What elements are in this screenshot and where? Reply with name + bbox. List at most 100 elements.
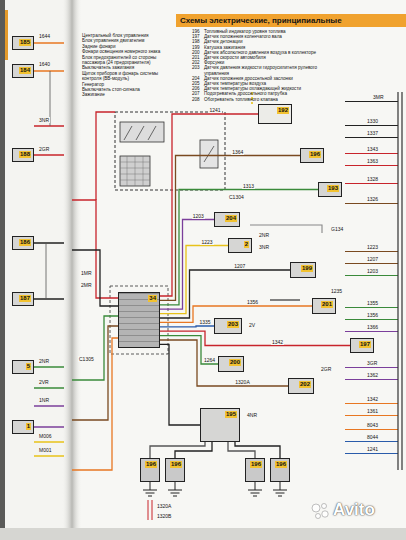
wire [96, 112, 115, 200]
callout-number: 195 [225, 411, 237, 418]
wire-number: 1644 [38, 33, 51, 39]
component-box: 193 [318, 182, 342, 197]
wire-number: M001 [38, 447, 53, 453]
part-number: 202 [192, 60, 204, 65]
wire-number: 3MR [372, 94, 385, 100]
part-description: Подогреватель дроссельного патрубка [204, 91, 287, 96]
component-box: 196 [300, 148, 324, 163]
callout-number: 184 [19, 67, 31, 74]
component-box: 202 [288, 378, 314, 394]
part-description: Обогреватель топливного клапана [204, 97, 278, 102]
list-row: 198Датчик детонации [192, 39, 342, 44]
callout-number: 186 [19, 239, 31, 246]
component-box: 5 [12, 360, 34, 374]
ecu-outline [110, 286, 168, 354]
callout-number: 202 [299, 381, 311, 388]
component-box: 185 [12, 36, 34, 50]
wire-number: 1640 [38, 61, 51, 67]
wire-connector [160, 220, 214, 310]
component-box: 204 [214, 212, 240, 227]
wire-connector [160, 156, 300, 301]
ignition-coil: 196 [165, 458, 185, 482]
wire-number: 1335 [198, 319, 211, 325]
part-number: 204 [192, 76, 204, 81]
parts-list: 196Топливный индикатор уровня топлива197… [192, 29, 342, 102]
component-box: 2 [228, 238, 252, 253]
part-description: Датчик давления жидкости гидроусилителя … [204, 65, 342, 75]
list-item: Зажигание [82, 92, 178, 97]
wire [34, 367, 64, 388]
part-number: 208 [192, 97, 204, 102]
wire-number: 4NR [246, 412, 258, 418]
list-row: 197Датчик положения коленчатого вала [192, 34, 342, 39]
list-row: 205Датчик температуры воздуха [192, 81, 342, 86]
callout-number: 5 [26, 363, 31, 370]
left-wires [34, 43, 64, 456]
list-item: Выключатель зажигания [82, 65, 178, 70]
wire-number: 2VR [38, 379, 50, 385]
right-wires [250, 92, 402, 470]
wire [34, 43, 64, 71]
component-box: 188 [12, 148, 34, 162]
callout-number: 1 [26, 423, 31, 430]
wire-number: 2GR [38, 146, 50, 152]
part-description: Датчик температуры охлаждающей жидкости [204, 86, 301, 91]
wire [72, 338, 118, 470]
wire [34, 243, 64, 299]
wire-connector [235, 442, 280, 458]
wire-number: 1366 [366, 324, 379, 330]
wire-number: 1223 [200, 239, 213, 245]
wire [345, 204, 398, 264]
fuse-grid [120, 156, 150, 186]
wire-connector [228, 442, 255, 458]
wire-number: 1320B [156, 513, 172, 519]
wire-number: 1364 [231, 149, 244, 155]
part-description: Топливный индикатор уровня топлива [204, 29, 286, 34]
wire-connector [150, 442, 205, 458]
wire [148, 500, 152, 520]
wire-number: 1343 [366, 146, 379, 152]
callout-number: 2 [244, 241, 249, 248]
list-row: 200Датчик абсолютного давления воздуха в… [192, 50, 342, 55]
wire-number: 1326 [366, 196, 379, 202]
list-item: Задние фонари [82, 44, 178, 49]
fuse-block [120, 156, 150, 186]
control-unit-connector: 34 [118, 292, 160, 348]
callout-number: 196 [309, 151, 321, 158]
wire-number: M006 [38, 433, 53, 439]
wire-connector [160, 246, 228, 314]
bus-line [398, 92, 402, 470]
wire-number: G134 [330, 226, 344, 232]
part-number: 203 [192, 65, 204, 75]
wire-connector [175, 442, 212, 458]
part-description: Катушка зажигания [204, 45, 245, 50]
list-row: 196Топливный индикатор уровня топлива [192, 29, 342, 34]
callout-number: 188 [19, 151, 31, 158]
wire [270, 299, 300, 300]
list-item: Центральный блок управления [82, 33, 178, 38]
wire-connector [160, 340, 288, 386]
wire-number: 1356 [246, 299, 259, 305]
part-description: Датчик скорости автомобиля [204, 55, 266, 60]
relay-module [115, 112, 225, 190]
part-description: Датчик температуры воздуха [204, 81, 266, 86]
callout-number: 34 [148, 295, 157, 302]
wire-number: 1241 [208, 107, 221, 113]
callout-number: 201 [321, 301, 333, 308]
callout-number: 196 [250, 461, 262, 468]
wire-number: 1207 [233, 263, 246, 269]
callout-number: 204 [225, 215, 237, 222]
ignition-coil: 196 [140, 458, 160, 482]
ignition-coil: 196 [270, 458, 290, 482]
wire [72, 326, 118, 420]
wire-number: 1328 [366, 176, 379, 182]
wire-number: 2V [248, 322, 256, 328]
page-edge [0, 0, 5, 540]
list-row: 206Датчик температуры охлаждающей жидкос… [192, 86, 342, 91]
ground-symbols [143, 482, 287, 496]
wire [34, 126, 64, 155]
wire-number: 1361 [366, 408, 379, 414]
table-edge [0, 528, 406, 540]
